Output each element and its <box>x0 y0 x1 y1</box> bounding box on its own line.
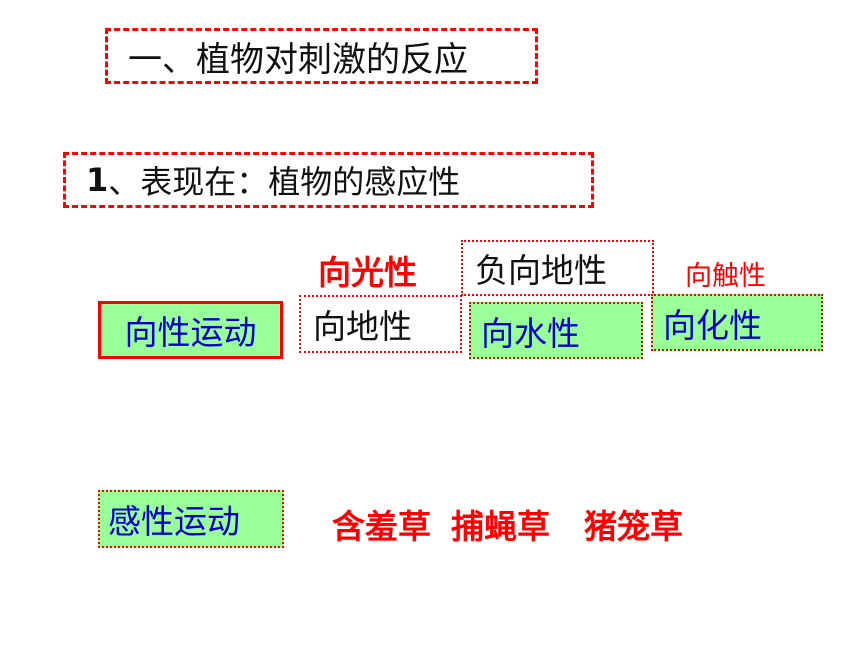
example-mimosa: 含羞草 <box>332 507 431 546</box>
phototropism-label: 向光性 <box>318 253 417 292</box>
example-pitcher-plant: 猪笼草 <box>584 507 683 546</box>
negative-geotropism-box: 负向地性 <box>461 240 654 296</box>
nastic-movement-label: 感性运动 <box>108 502 240 541</box>
page-title: 一、植物对刺激的反应 <box>128 39 468 80</box>
geotropism-box: 向地性 <box>299 295 462 353</box>
geotropism-label: 向地性 <box>313 307 412 346</box>
subtitle-box: 1、表现在：植物的感应性 <box>63 152 594 208</box>
nastic-movement-box: 感性运动 <box>98 490 284 548</box>
tropism-box: 向性运动 <box>98 301 283 359</box>
plant-examples: 含羞草捕蝇草猪笼草 <box>332 500 683 548</box>
subtitle-number: 1 <box>86 161 109 199</box>
example-venus-flytrap: 捕蝇草 <box>451 507 550 546</box>
title-box: 一、植物对刺激的反应 <box>105 28 538 84</box>
subtitle-text: 、表现在：植物的感应性 <box>108 163 461 201</box>
thigmotropism-label: 向触性 <box>685 261 766 292</box>
chemotropism-box: 向化性 <box>651 294 823 351</box>
chemotropism-label: 向化性 <box>663 305 762 345</box>
tropism-label: 向性运动 <box>124 313 257 352</box>
hydrotropism-label: 向水性 <box>481 313 580 353</box>
hydrotropism-box: 向水性 <box>469 302 643 359</box>
negative-geotropism-label: 负向地性 <box>475 251 607 290</box>
